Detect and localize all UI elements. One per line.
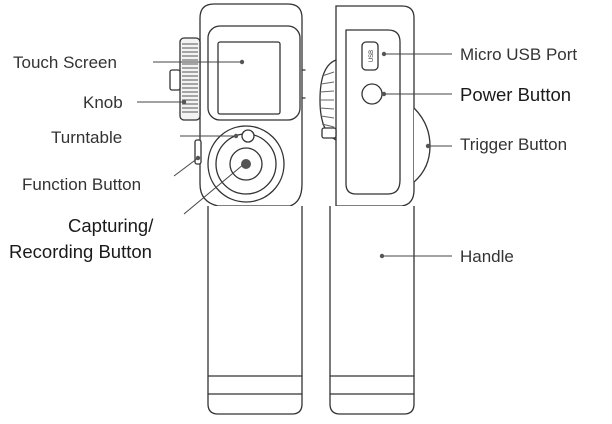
side-head-body xyxy=(335,5,415,207)
label-touch-screen: Touch Screen xyxy=(13,53,117,72)
function-button xyxy=(194,139,202,165)
turntable-marker xyxy=(241,129,255,143)
label-capturing: Capturing/ xyxy=(68,215,154,236)
callout-knob: Knob xyxy=(83,93,187,112)
usb-port-mark: USB xyxy=(369,50,375,62)
side-small-button xyxy=(321,127,337,139)
label-trigger-button: Trigger Button xyxy=(460,135,567,154)
callout-trigger-button: Trigger Button xyxy=(425,135,567,154)
callout-function-button: Function Button xyxy=(22,155,201,194)
label-function-button: Function Button xyxy=(22,175,141,194)
callout-power-button: Power Button xyxy=(381,84,571,105)
label-knob: Knob xyxy=(83,93,123,112)
touch-screen-display xyxy=(217,41,281,115)
label-micro-usb-port: Micro USB Port xyxy=(460,45,577,64)
side-view-device: USB xyxy=(319,5,431,415)
label-turntable: Turntable xyxy=(51,128,122,147)
side-handle xyxy=(329,206,415,415)
front-view-device xyxy=(169,3,306,415)
callout-micro-usb-port: Micro USB Port xyxy=(381,45,577,64)
label-handle: Handle xyxy=(460,247,514,266)
side-knob-ridges xyxy=(319,71,335,128)
callout-turntable: Turntable xyxy=(51,128,239,147)
callout-touch-screen: Touch Screen xyxy=(13,53,245,72)
callout-capture-button: Capturing/ Recording Button xyxy=(9,161,247,262)
power-button xyxy=(361,83,383,105)
front-handle xyxy=(207,206,303,415)
turntable-ring xyxy=(207,125,285,203)
screen-bezel xyxy=(207,25,301,121)
label-recording-button: Recording Button xyxy=(9,241,152,262)
micro-usb-port xyxy=(361,41,379,71)
knob-wheel xyxy=(169,37,201,121)
callout-handle: Handle xyxy=(379,247,514,266)
side-inner-panel xyxy=(345,29,401,195)
label-power-button: Power Button xyxy=(460,84,571,105)
